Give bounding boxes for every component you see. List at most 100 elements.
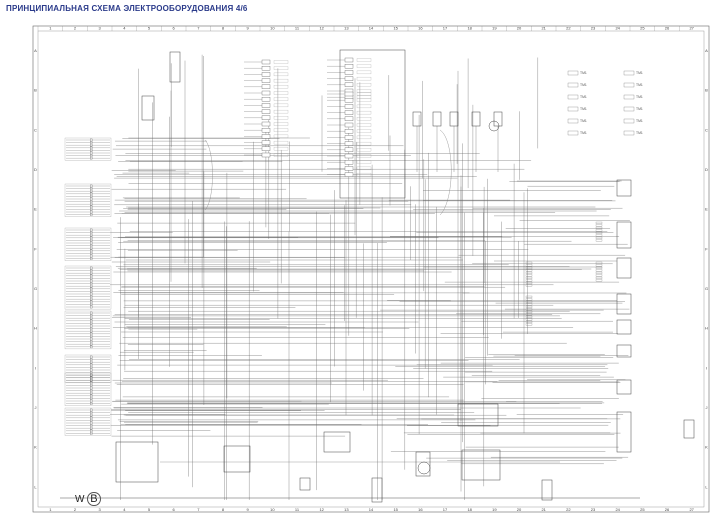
connector-block xyxy=(64,354,112,383)
legend-label: TM1 xyxy=(580,83,587,87)
pin xyxy=(595,224,603,227)
fuse-panel-bottom xyxy=(115,441,159,483)
column-tick: 4 xyxy=(123,26,126,31)
pin xyxy=(525,264,533,267)
pin xyxy=(595,279,603,282)
connector-block xyxy=(64,137,112,161)
wiring xyxy=(60,54,640,500)
sensor-connector xyxy=(493,111,503,127)
sensor-bottom xyxy=(299,477,311,491)
legend-swatch xyxy=(623,118,635,124)
column-tick: 14 xyxy=(369,507,374,512)
pin xyxy=(595,266,603,269)
pin xyxy=(595,276,603,279)
column-tick: 16 xyxy=(418,26,423,31)
sheet-prefix: W xyxy=(75,494,85,505)
row-tick: F xyxy=(34,246,37,251)
component-connector xyxy=(616,344,632,358)
component-connector xyxy=(616,179,632,197)
column-tick: 27 xyxy=(689,26,694,31)
row-tick: B xyxy=(705,88,708,93)
component-connector xyxy=(616,411,632,453)
lamp-icon xyxy=(488,120,500,132)
row-tick: I xyxy=(706,365,707,370)
sensor-connector xyxy=(471,111,481,127)
page-title: ПРИНЦИПИАЛЬНАЯ СХЕМА ЭЛЕКТРООБОРУДОВАНИЯ… xyxy=(6,4,248,13)
pin xyxy=(595,229,603,232)
connector-block xyxy=(64,227,112,261)
connector-block xyxy=(64,265,112,310)
column-tick: 22 xyxy=(566,507,571,512)
legend-swatch xyxy=(567,70,579,76)
column-tick: 27 xyxy=(689,507,694,512)
column-tick: 25 xyxy=(640,26,645,31)
relay-cluster-mid xyxy=(327,91,372,177)
pin xyxy=(525,274,533,277)
row-tick: L xyxy=(34,484,37,489)
pin xyxy=(595,274,603,277)
pin xyxy=(525,315,533,318)
legend-label: TM1 xyxy=(580,107,587,111)
column-tick: 4 xyxy=(123,507,126,512)
pin xyxy=(525,323,533,326)
pin xyxy=(595,261,603,264)
row-tick: B xyxy=(34,88,37,93)
column-tick: 12 xyxy=(319,26,324,31)
column-tick: 3 xyxy=(99,26,102,31)
legend-label: TM1 xyxy=(636,83,643,87)
pin xyxy=(525,295,533,298)
column-tick: 8 xyxy=(222,26,225,31)
column-tick: 5 xyxy=(148,507,151,512)
column-tick: 11 xyxy=(295,26,300,31)
column-tick: 15 xyxy=(393,26,398,31)
column-tick: 24 xyxy=(615,26,620,31)
row-tick: C xyxy=(705,127,708,132)
legend-label: TM1 xyxy=(580,131,587,135)
column-tick: 24 xyxy=(615,507,620,512)
column-tick: 18 xyxy=(467,26,472,31)
relay-box xyxy=(339,49,406,199)
column-tick: 17 xyxy=(443,26,448,31)
column-tick: 21 xyxy=(541,26,546,31)
legend-swatch xyxy=(623,82,635,88)
connector-block xyxy=(64,407,112,436)
pin xyxy=(525,261,533,264)
column-tick: 6 xyxy=(173,507,176,512)
legend-swatch xyxy=(567,94,579,100)
column-tick: 5 xyxy=(148,26,151,31)
connector-bottom xyxy=(223,445,251,473)
column-tick: 25 xyxy=(640,507,645,512)
column-tick: 19 xyxy=(492,507,497,512)
column-tick: 20 xyxy=(517,507,522,512)
pin xyxy=(595,226,603,229)
pin xyxy=(525,279,533,282)
pin xyxy=(595,264,603,267)
pin xyxy=(595,269,603,272)
pin xyxy=(525,313,533,316)
column-tick: 21 xyxy=(541,507,546,512)
row-tick: C xyxy=(34,127,37,132)
component-connector xyxy=(616,257,632,279)
pin xyxy=(525,298,533,301)
legend-label: TM1 xyxy=(636,131,643,135)
column-tick: 17 xyxy=(443,507,448,512)
pin xyxy=(525,310,533,313)
fuse-cluster xyxy=(244,59,289,158)
pin xyxy=(595,236,603,239)
component-connector xyxy=(616,293,632,315)
sensor-connector xyxy=(432,111,442,127)
row-tick: G xyxy=(705,286,708,291)
column-tick: 16 xyxy=(418,507,423,512)
row-tick: A xyxy=(705,48,708,53)
pin xyxy=(595,271,603,274)
connector-block xyxy=(64,183,112,217)
row-tick: E xyxy=(34,207,37,212)
sensor-bottom xyxy=(371,477,383,503)
control-unit xyxy=(461,449,501,481)
column-tick: 12 xyxy=(319,507,324,512)
column-tick: 23 xyxy=(591,507,596,512)
column-tick: 6 xyxy=(173,26,176,31)
column-tick: 10 xyxy=(270,507,275,512)
